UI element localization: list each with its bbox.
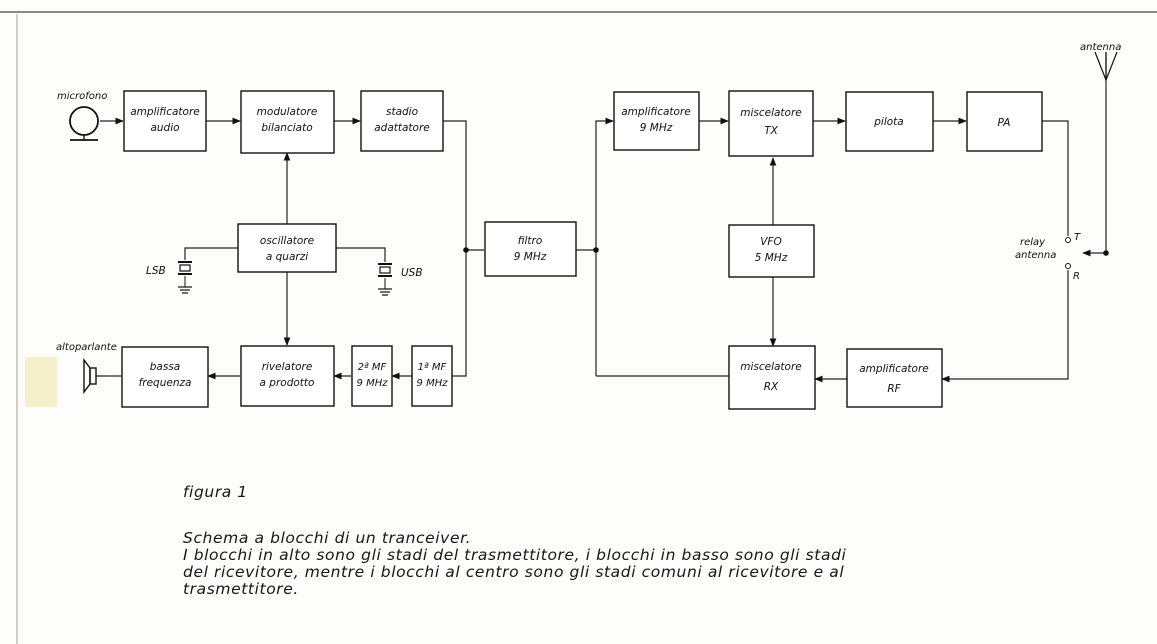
driver-label: pilota xyxy=(873,116,903,128)
audio-amplifier-block: amplificatore audio xyxy=(123,90,207,152)
amplifier-9mhz-block: amplificatore 9 MHz xyxy=(613,91,700,151)
balanced-modulator-label-1: modulatore xyxy=(257,106,318,118)
balanced-modulator-block: modulatore bilanciato xyxy=(240,90,335,154)
wires xyxy=(100,52,1109,383)
audio-amplifier-label-2: audio xyxy=(150,122,179,134)
crystal-oscillator-label-1: oscillatore xyxy=(260,235,314,247)
second-if-label-1: 2ª MF xyxy=(358,362,387,373)
mixer-tx-block: miscelatore TX xyxy=(728,90,814,157)
crystal-oscillator-block: oscillatore a quarzi xyxy=(237,223,337,273)
loudspeaker-icon xyxy=(25,357,106,407)
driver-block: pilota xyxy=(845,91,934,152)
antenna-label: antenna xyxy=(1080,42,1121,53)
lsb-label: LSB xyxy=(146,265,166,277)
relay-t-label: T xyxy=(1074,232,1081,243)
usb-label: USB xyxy=(401,267,423,279)
caption-line-3: del ricevitore, mentre i blocchi al cent… xyxy=(183,563,845,581)
vfo-block: VFO 5 MHz xyxy=(728,224,815,278)
caption-line-2: I blocchi in alto sono gli stadi del tra… xyxy=(183,546,847,564)
microphone-icon xyxy=(69,106,99,141)
mixer-rx-label-1: miscelatore xyxy=(740,361,802,373)
second-if-label-2: 9 MHz xyxy=(357,378,389,389)
amplifier-9mhz-label-1: amplificatore xyxy=(621,106,690,118)
first-if-label-1: 1ª MF xyxy=(418,362,447,373)
mixer-rx-label-2: RX xyxy=(764,381,779,393)
pa-block: PA xyxy=(966,91,1043,152)
caption-line-1: Schema a blocchi di un tranceiver. xyxy=(183,529,472,547)
caption-line-4: trasmettitore. xyxy=(183,580,299,598)
balanced-modulator-label-2: bilanciato xyxy=(261,122,312,134)
usb-crystal-icon xyxy=(378,263,392,296)
relay-label-1: relay xyxy=(1020,237,1046,248)
first-if-block: 1ª MF 9 MHz xyxy=(411,345,453,407)
rf-amplifier-block: amplificatore RF xyxy=(846,348,943,408)
rf-amplifier-label-1: amplificatore xyxy=(859,363,928,375)
figure-number: figura 1 xyxy=(183,483,248,501)
filter-label-2: 9 MHz xyxy=(514,251,547,263)
amplifier-9mhz-label-2: 9 MHz xyxy=(640,122,673,134)
lsb-crystal-icon xyxy=(178,261,192,294)
bass-frequency-label-1: bassa xyxy=(150,361,180,373)
microphone-label: microfono xyxy=(57,91,107,102)
adapter-stage-block: stadio adattatore xyxy=(360,90,444,152)
relay-r-label: R xyxy=(1073,271,1080,282)
bass-frequency-block: bassa frequenza xyxy=(121,346,209,408)
second-if-block: 2ª MF 9 MHz xyxy=(351,345,393,407)
vfo-label-1: VFO xyxy=(760,236,782,248)
mixer-tx-label-2: TX xyxy=(764,125,778,137)
loudspeaker-label: altoparlante xyxy=(56,342,117,353)
audio-amplifier-label-1: amplificatore xyxy=(130,106,199,118)
pa-label: PA xyxy=(998,117,1011,129)
filter-9mhz-block: filtro 9 MHz xyxy=(484,221,577,277)
figure-caption: Schema a blocchi di un tranceiver. I blo… xyxy=(183,530,1063,598)
relay-label-2: antenna xyxy=(1015,250,1056,261)
bass-frequency-label-2: frequenza xyxy=(139,377,192,389)
mixer-rx-block: miscelatore RX xyxy=(728,345,816,410)
antenna-icon xyxy=(1094,51,1118,81)
adapter-stage-label-1: stadio xyxy=(386,106,418,118)
rf-amplifier-label-2: RF xyxy=(887,383,901,395)
adapter-stage-label-2: adattatore xyxy=(374,122,430,134)
product-detector-block: rivelatore a prodotto xyxy=(240,345,335,407)
mixer-tx-label-1: miscelatore xyxy=(740,107,802,119)
vfo-label-2: 5 MHz xyxy=(755,252,788,264)
crystal-oscillator-label-2: a quarzi xyxy=(266,251,308,263)
filter-label-1: filtro xyxy=(518,235,543,247)
product-detector-label-2: a prodotto xyxy=(260,377,315,389)
product-detector-label-1: rivelatore xyxy=(262,361,313,373)
first-if-label-2: 9 MHz xyxy=(417,378,449,389)
